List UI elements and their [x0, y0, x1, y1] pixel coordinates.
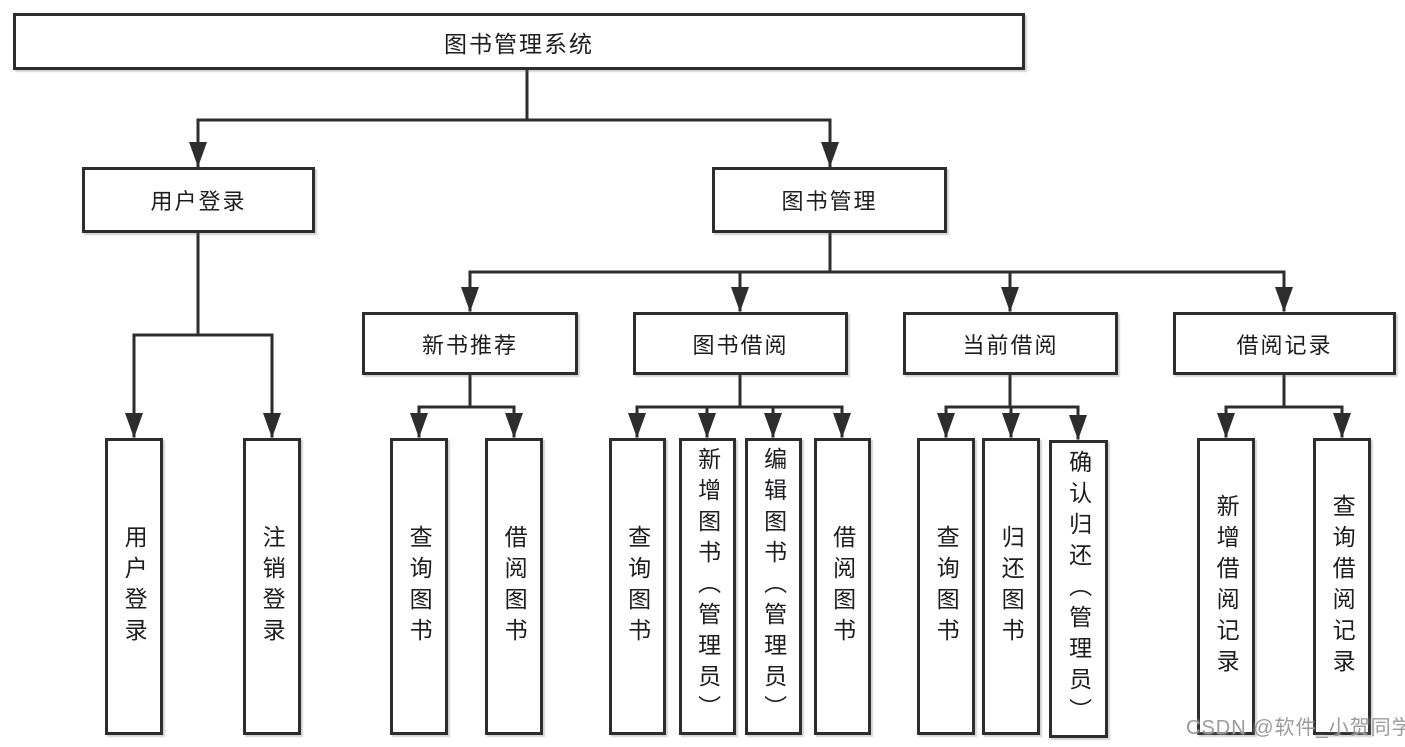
arrowhead-icon — [1069, 415, 1087, 440]
node-label: 用户登录 — [121, 524, 148, 649]
arrowhead-icon — [189, 142, 207, 167]
node-label: 借阅图书 — [501, 524, 528, 649]
node-label: 查询图书 — [406, 524, 433, 649]
leaf-confirm-return-admin: 确认归还（管理员） — [1049, 440, 1108, 738]
node-book-borrow: 图书借阅 — [633, 312, 848, 375]
leaf-query-borrow-record: 查询借阅记录 — [1313, 438, 1371, 735]
node-label: 当前借阅 — [962, 332, 1059, 358]
node-label: 查询借阅记录 — [1329, 493, 1356, 680]
leaf-return-books: 归还图书 — [982, 438, 1040, 735]
arrowhead-icon — [125, 413, 143, 438]
node-label: 注销登录 — [259, 524, 286, 649]
node-book-management: 图书管理 — [712, 167, 947, 233]
arrowhead-icon — [1217, 413, 1235, 438]
arrowhead-icon — [731, 287, 749, 312]
node-label: 图书借阅 — [692, 332, 789, 358]
node-current-borrow: 当前借阅 — [903, 312, 1118, 375]
node-label: 归还图书 — [998, 524, 1025, 649]
node-user-login: 用户登录 — [82, 167, 315, 233]
leaf-user-login: 用户登录 — [105, 438, 163, 735]
node-label: 确认归还（管理员） — [1065, 449, 1092, 729]
node-label: 图书管理系统 — [444, 30, 594, 57]
arrowhead-icon — [821, 142, 839, 167]
node-label: 借阅记录 — [1236, 332, 1333, 358]
node-label: 用户登录 — [150, 189, 247, 214]
node-new-book-recommend: 新书推荐 — [362, 312, 578, 375]
csdn-watermark: CSDN @软件_小贺同学 — [1186, 717, 1405, 739]
arrowhead-icon — [1001, 287, 1019, 312]
node-label: 图书管理 — [781, 189, 878, 214]
leaf-add-borrow-record: 新增借阅记录 — [1197, 438, 1255, 735]
arrowhead-icon — [410, 413, 428, 438]
node-label: 新增借阅记录 — [1213, 493, 1240, 680]
leaf-query-books: 查询图书 — [609, 438, 666, 735]
arrowhead-icon — [698, 413, 716, 438]
arrowhead-icon — [461, 287, 479, 312]
arrowhead-icon — [628, 413, 646, 438]
node-label: 查询图书 — [933, 524, 960, 649]
leaf-query-books: 查询图书 — [390, 438, 448, 735]
arrowhead-icon — [505, 413, 523, 438]
node-label: 新书推荐 — [421, 332, 518, 358]
node-label: 编辑图书（管理员） — [760, 447, 787, 726]
node-label: 新增图书（管理员） — [694, 447, 721, 726]
arrowhead-icon — [263, 413, 281, 438]
node-label: 借阅图书 — [829, 524, 856, 649]
leaf-edit-books-admin: 编辑图书（管理员） — [745, 438, 802, 735]
node-borrow-records: 借阅记录 — [1173, 312, 1396, 375]
node-root-system: 图书管理系统 — [13, 13, 1025, 70]
arrowhead-icon — [764, 413, 782, 438]
arrowhead-icon — [1333, 413, 1351, 438]
arrowhead-icon — [1002, 413, 1020, 438]
leaf-query-books: 查询图书 — [917, 438, 975, 735]
arrowhead-icon — [833, 413, 851, 438]
arrowhead-icon — [1275, 287, 1293, 312]
leaf-add-books-admin: 新增图书（管理员） — [679, 438, 736, 735]
arrowhead-icon — [937, 413, 955, 438]
leaf-logout: 注销登录 — [243, 438, 301, 735]
leaf-borrow-books: 借阅图书 — [485, 438, 543, 735]
node-label: 查询图书 — [624, 524, 651, 649]
leaf-borrow-books: 借阅图书 — [814, 438, 871, 735]
